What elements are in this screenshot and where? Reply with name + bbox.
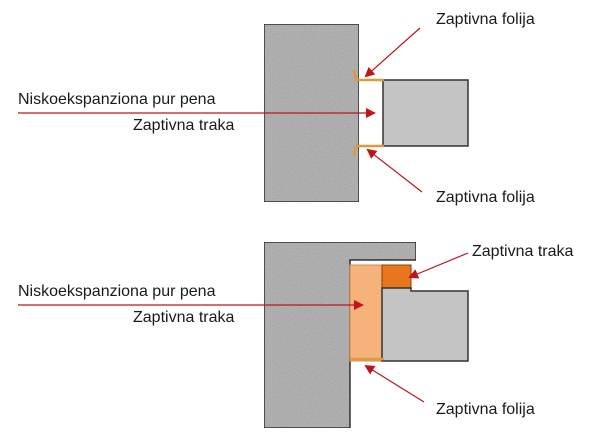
window-frame-bottom — [381, 287, 469, 362]
label-foil-top-lower: Zaptivna folija — [436, 189, 535, 206]
label-tape-top: Zaptivna traka — [133, 117, 235, 134]
window-frame-top — [382, 79, 469, 147]
sealing-foil-top-upper — [352, 69, 384, 82]
sealing-foil-top-lower — [352, 144, 384, 157]
label-foam-bottom: Niskoekspanziona pur pena — [18, 283, 216, 300]
arrow-foil-bottom — [364, 364, 425, 403]
bottom-detail — [18, 241, 469, 429]
arrow-foil-top-lower — [366, 148, 423, 193]
label-foam-top: Niskoekspanziona pur pena — [18, 91, 216, 108]
label-tape-bottom-top: Zaptivna traka — [472, 243, 574, 260]
pur-foam-fill — [349, 264, 383, 362]
label-foil-top-upper: Zaptivna folija — [436, 11, 535, 28]
arrow-foil-top-upper — [364, 27, 421, 78]
arrow-tape-bottom-top — [408, 252, 469, 279]
sealing-tape-top — [381, 264, 412, 289]
top-detail — [18, 23, 469, 203]
label-tape-bottom: Zaptivna traka — [133, 309, 235, 326]
label-foil-bottom: Zaptivna folija — [436, 401, 535, 418]
concrete-wall-bottom — [263, 241, 417, 429]
